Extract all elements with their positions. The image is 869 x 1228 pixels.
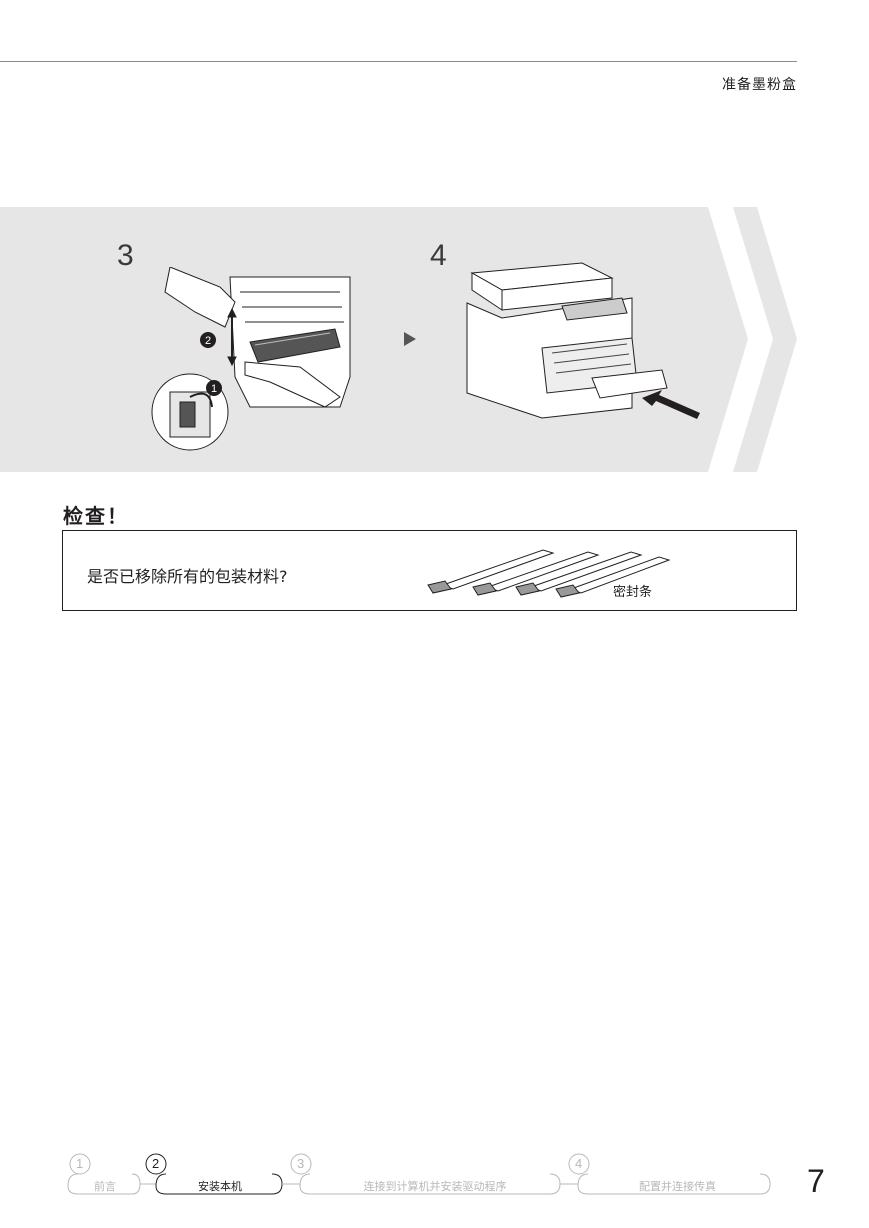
check-heading: 检查！ [63,504,129,528]
sealing-strips-illustration [427,549,671,598]
footer-nav: 1 前言 2 安装本机 3 连接到计算机并安装驱动程序 4 配置并连接传真 [60,1150,780,1200]
nav-step-1-number: 1 [76,1156,84,1171]
page-number: 7 [807,1163,825,1199]
nav-step-4-number: 4 [575,1156,583,1171]
nav-step-3-number: 3 [297,1156,305,1171]
nav-step-4-label[interactable]: 配置并连接传真 [639,1180,716,1193]
step-marker-2: 2 [200,332,216,348]
step-3-number: 3 [117,239,134,272]
arrow-right-icon [404,332,416,346]
svg-text:1: 1 [211,383,217,395]
seal-strip-label: 密封条 [613,585,653,600]
printer-drawer-insert-illustration [466,262,700,419]
check-question: 是否已移除所有的包装材料? [87,567,288,586]
check-box: 是否已移除所有的包装材料? 密封条 [62,530,797,611]
section-title: 准备墨粉盒 [722,77,797,93]
chevron-icon [733,207,797,472]
nav-step-3-label[interactable]: 连接到计算机并安装驱动程序 [363,1180,507,1193]
step-marker-1: 1 [206,380,222,396]
insert-arrow-icon [642,390,700,419]
nav-step-2-number: 2 [152,1156,160,1171]
header-rule [0,61,797,62]
toner-cartridge-removal-illustration: 1 2 [151,267,351,451]
nav-step-1-label[interactable]: 前言 [94,1180,116,1193]
nav-step-2-label[interactable]: 安装本机 [198,1180,242,1193]
svg-text:2: 2 [205,335,211,347]
step-4-number: 4 [430,239,447,272]
